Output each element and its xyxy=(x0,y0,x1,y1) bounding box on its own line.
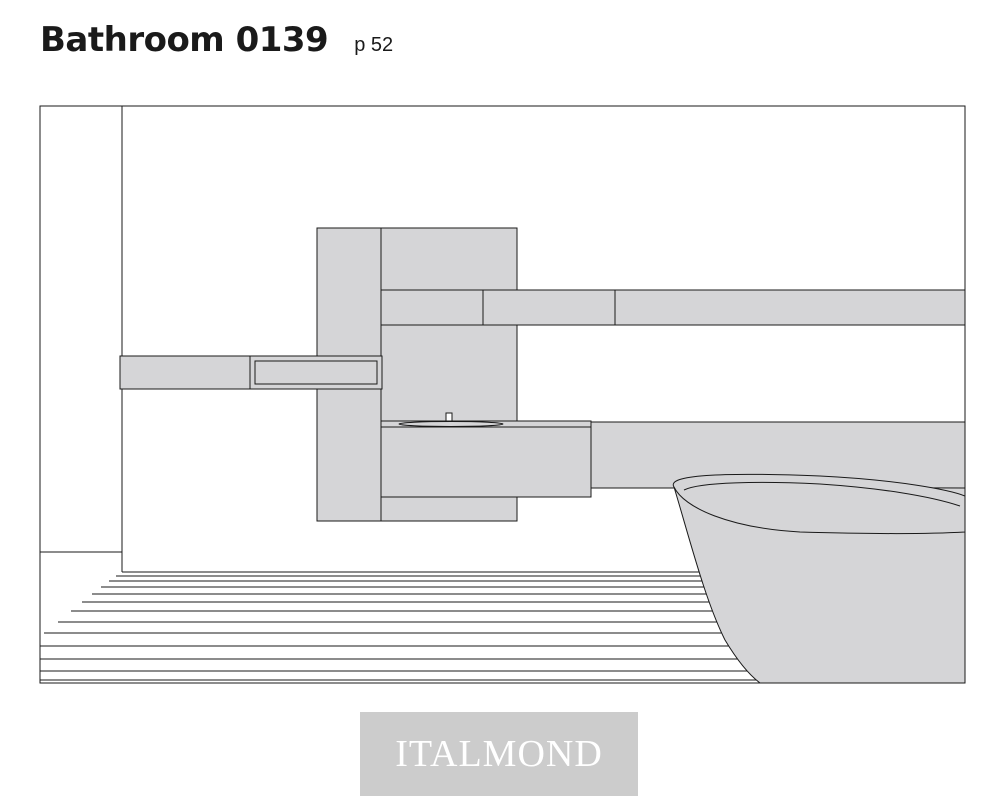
page-title: Bathroom 0139 xyxy=(40,20,329,60)
vanity-cabinet xyxy=(380,425,592,498)
header: Bathroom 0139 p 52 xyxy=(40,20,393,60)
upper-shelf-segment-1 xyxy=(380,289,484,326)
bathtub-rim xyxy=(672,473,965,534)
open-niche-inner xyxy=(254,360,378,385)
page-number: p 52 xyxy=(354,34,394,56)
upper-shelf-segment-3 xyxy=(614,289,965,326)
drawing-frame xyxy=(39,105,966,684)
vanity-top xyxy=(380,420,592,428)
italmond-logo: ITALMOND xyxy=(360,712,638,796)
left-shelf xyxy=(119,355,251,390)
logo-text: ITALMOND xyxy=(395,733,603,775)
bathtub-body xyxy=(673,486,965,683)
upper-shelf-segment-2 xyxy=(482,289,616,326)
bathtub-rim-inner xyxy=(683,481,961,507)
faucet-icon xyxy=(445,412,453,422)
